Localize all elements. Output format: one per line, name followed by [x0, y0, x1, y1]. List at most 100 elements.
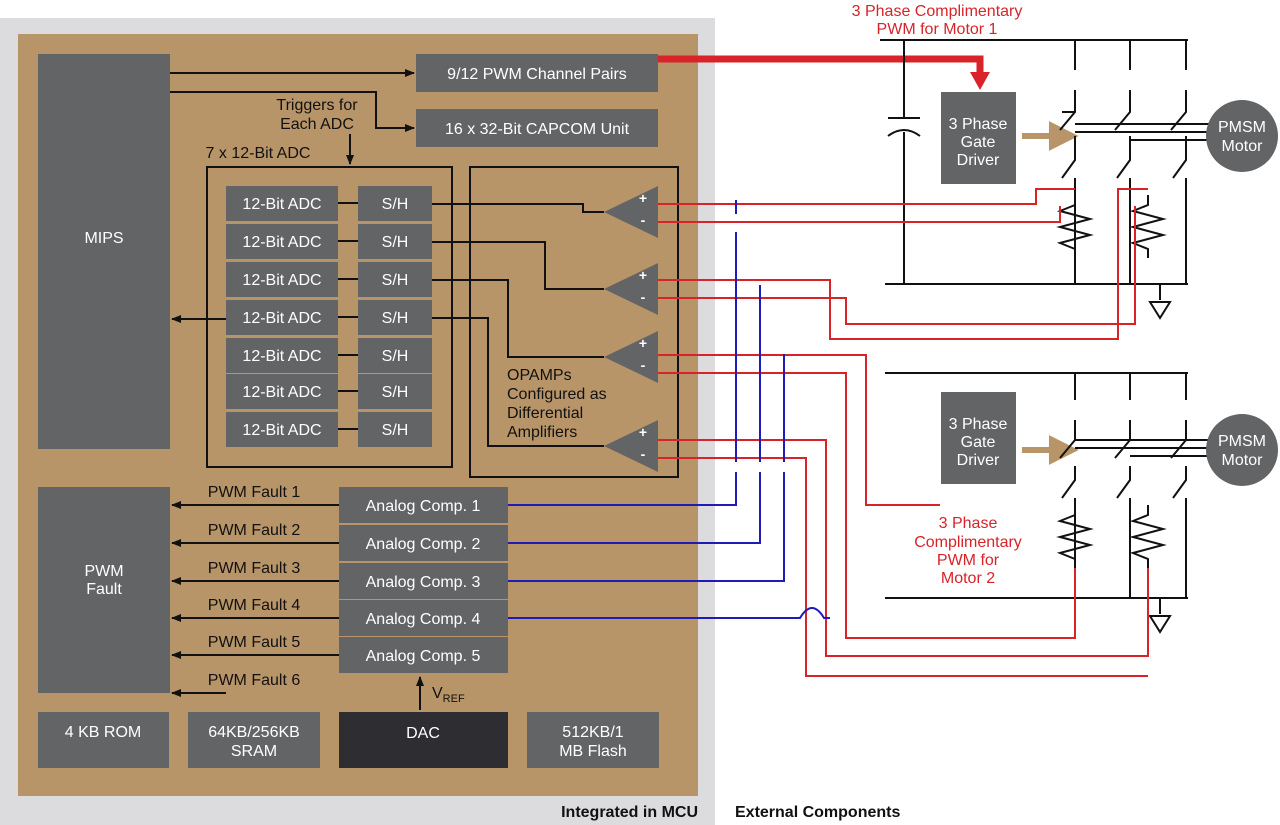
- rom-block: [38, 712, 169, 768]
- pwm-fault-label: PWM Fault 2: [208, 522, 301, 539]
- sh-to-opamp-wire-2: [432, 241, 604, 290]
- m2-motor-label-2: Motor: [1222, 452, 1264, 469]
- m1-driver-arrow: [1022, 121, 1079, 151]
- capcom-block: [416, 109, 658, 147]
- sram-label-2: SRAM: [231, 743, 277, 760]
- current-sense-wires: [658, 188, 1149, 677]
- m1-gate-driver-block: [941, 92, 1016, 184]
- pwm-motor2-label-1: 3 Phase: [939, 515, 998, 532]
- m2-motor-circle: [1206, 414, 1278, 486]
- opamp-minus: -: [641, 212, 646, 228]
- adc-label: 12-Bit ADC: [242, 384, 321, 401]
- analog-comparator-block: [339, 563, 508, 599]
- sh-label: S/H: [382, 310, 409, 327]
- sh-label: S/H: [382, 234, 409, 251]
- external-footer-label: External Components: [735, 804, 900, 821]
- analog-comparator-label: Analog Comp. 3: [366, 574, 481, 591]
- sh-to-opamp-wire-3: [432, 279, 604, 358]
- opamp-triangle: [604, 186, 658, 238]
- comparator-sense-wires: [508, 200, 830, 619]
- opamp-minus: -: [641, 357, 646, 373]
- pwm-motor1-label-2: PWM for Motor 1: [877, 21, 998, 38]
- m1-ground: [1148, 284, 1172, 320]
- dac-label: DAC: [406, 725, 440, 742]
- sh-block: [358, 224, 432, 259]
- pwm-motor1-red-wire: [658, 55, 984, 75]
- m1-motor-label-2: Motor: [1222, 138, 1264, 155]
- opamp-label-1: OPAMPs: [507, 367, 572, 384]
- opamp-triangle: [604, 331, 658, 383]
- sh-block: [358, 186, 432, 221]
- pwm-fault-label-2: Fault: [86, 581, 122, 598]
- m1-gate-driver-label-2: Gate: [961, 134, 996, 151]
- rom-label: 4 KB ROM: [65, 724, 141, 741]
- sram-label-1: 64KB/256KB: [208, 724, 300, 741]
- sh-block: [358, 374, 432, 409]
- mips-label: MIPS: [84, 230, 123, 247]
- opamp-minus: -: [641, 289, 646, 305]
- analog-comparator-label: Analog Comp. 5: [366, 648, 481, 665]
- m2-driver-arrow: [1022, 435, 1079, 465]
- m1-phase-outputs: [1075, 123, 1210, 141]
- adc-block: [226, 338, 338, 373]
- sh-block: [358, 300, 432, 335]
- opamp-plus: +: [639, 335, 647, 351]
- mcu-footer-label: Integrated in MCU: [561, 804, 698, 821]
- mips-block: [38, 54, 170, 449]
- pwm-fault-label: PWM Fault 6: [208, 672, 301, 689]
- analog-comparator-block: [339, 600, 508, 636]
- pwm-motor2-label-3: PWM for: [937, 552, 1000, 569]
- analog-comparator-label: Analog Comp. 2: [366, 536, 481, 553]
- adc-group-label: 7 x 12-Bit ADC: [206, 145, 311, 162]
- flash-label-1: 512KB/1: [562, 724, 623, 741]
- m2-gate-driver-block: [941, 392, 1016, 484]
- m1-shunt-resistors: [1056, 195, 1167, 258]
- triggers-label-2: Each ADC: [280, 116, 354, 133]
- pwm-fault-block: [38, 487, 170, 693]
- analog-comparator-block: [339, 637, 508, 673]
- pwm-motor2-label-4: Motor 2: [941, 570, 995, 587]
- m2-shunt-resistors: [1056, 505, 1167, 568]
- m2-ground: [1148, 598, 1172, 634]
- opamp-group-box: [469, 166, 679, 478]
- opamp-label-4: Amplifiers: [507, 424, 577, 441]
- opamp-triangle: [604, 420, 658, 472]
- pwm-fault-label: PWM Fault 4: [208, 597, 301, 614]
- sh-to-opamp-wire-4: [432, 317, 604, 447]
- pwm-channel-pairs-block: [416, 54, 658, 92]
- adc-label: 12-Bit ADC: [242, 348, 321, 365]
- pwm-motor1-label-1: 3 Phase Complimentary: [852, 3, 1023, 20]
- m2-gate-driver-label-1: 3 Phase: [949, 416, 1008, 433]
- flash-block: [527, 712, 659, 768]
- m1-motor-circle: [1206, 100, 1278, 172]
- analog-comparator-label: Analog Comp. 1: [366, 498, 481, 515]
- sh-block: [358, 412, 432, 447]
- pwm-fault-label: PWM Fault 1: [208, 484, 301, 501]
- dac-block: [339, 712, 508, 768]
- m2-phase-outputs: [1075, 439, 1210, 457]
- vref-label: VREF: [432, 685, 465, 705]
- m2-motor-label-1: PMSM: [1218, 433, 1266, 450]
- adc-label: 12-Bit ADC: [242, 272, 321, 289]
- m1-phase-legs: [1059, 40, 1187, 284]
- triggers-label-1: Triggers for: [276, 97, 358, 114]
- m1-gate-driver-label-1: 3 Phase: [949, 116, 1008, 133]
- sh-label: S/H: [382, 348, 409, 365]
- sh-label: S/H: [382, 384, 409, 401]
- adc-block: [226, 186, 338, 221]
- adc-block: [226, 374, 338, 409]
- sh-label: S/H: [382, 196, 409, 213]
- m2-pwm-red-wire: [865, 470, 940, 506]
- sh-block: [358, 262, 432, 297]
- m2-gate-driver-label-2: Gate: [961, 434, 996, 451]
- sh-label: S/H: [382, 422, 409, 439]
- adc-block: [226, 412, 338, 447]
- adc-block: [226, 224, 338, 259]
- analog-comparator-block: [339, 487, 508, 523]
- analog-comparator-label: Analog Comp. 4: [366, 611, 481, 628]
- opamp-plus: +: [639, 424, 647, 440]
- capcom-label: 16 x 32-Bit CAPCOM Unit: [445, 121, 630, 138]
- adc-block: [226, 300, 338, 335]
- adc-block: [226, 262, 338, 297]
